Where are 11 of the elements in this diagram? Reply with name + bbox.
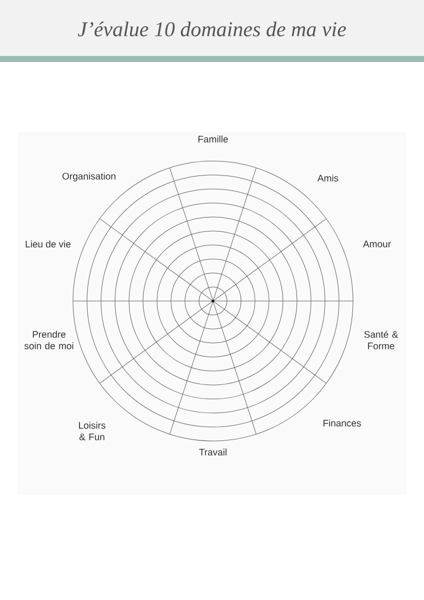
segment-label: Prendre soin de moi xyxy=(24,330,74,350)
segment-label: Famille xyxy=(198,136,228,142)
segment-label: Amour xyxy=(363,240,391,248)
segment-label: Santé & Forme xyxy=(364,330,398,350)
segment-label: Loisirs & Fun xyxy=(79,422,106,440)
segment-label: Organisation xyxy=(62,172,116,182)
segment-label: Lieu de vie xyxy=(26,240,71,248)
title: J’évalue 10 domaines de ma vie xyxy=(78,22,346,36)
segment-label: Amis xyxy=(317,174,338,182)
segment-label: Travail xyxy=(199,448,226,456)
segment-label: Finances xyxy=(324,420,361,426)
